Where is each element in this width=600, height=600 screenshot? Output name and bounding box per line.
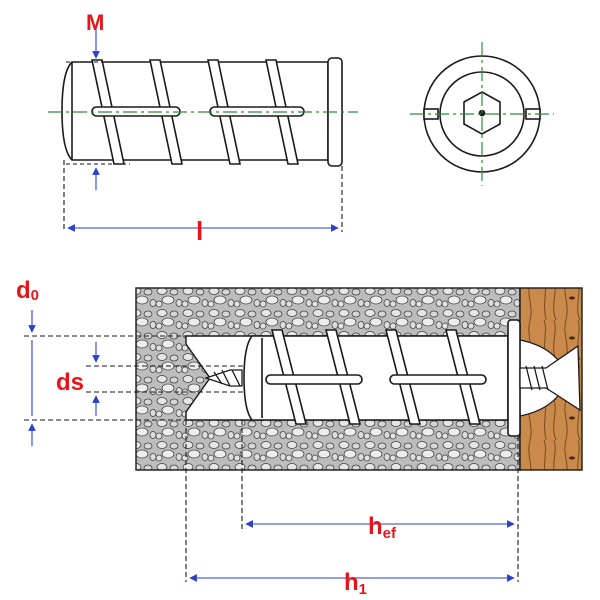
label-m: M [86, 10, 104, 35]
label-ds: ds [56, 369, 84, 396]
anchor-installed [243, 319, 521, 437]
installed-slot-left [265, 374, 363, 385]
installed-slot-right [389, 374, 487, 385]
screw-head [519, 344, 581, 412]
dimension-l [63, 160, 343, 232]
end-view-centerlines [410, 42, 554, 186]
dimension-hef [241, 420, 519, 582]
label-h1: h1 [344, 569, 367, 598]
label-d0: d0 [16, 277, 39, 304]
label-l: l [196, 216, 203, 246]
label-hef: hef [368, 513, 397, 542]
anchor-end-view [423, 55, 541, 173]
dimension-m [66, 30, 130, 190]
screw-tip [203, 369, 243, 387]
installed-flange [507, 319, 521, 437]
dimension-ds [86, 342, 244, 416]
dimension-h1 [185, 420, 515, 582]
dimension-d0 [24, 310, 186, 446]
